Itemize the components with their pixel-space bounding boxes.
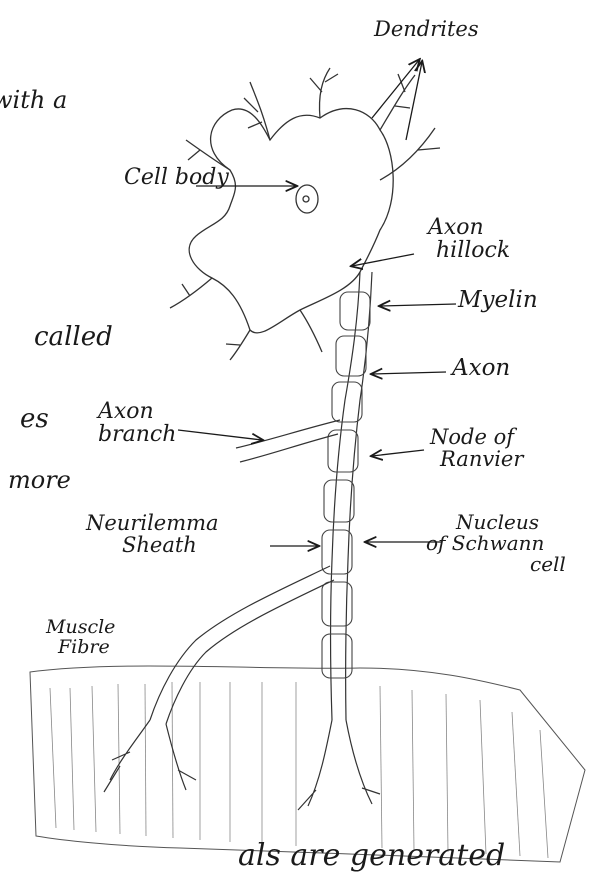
label-node-of-ranvier: Node of Ranvier xyxy=(430,426,523,470)
margin-text-bottom: als are generated xyxy=(238,838,505,873)
margin-text-with-a: with a xyxy=(0,86,67,114)
label-node-of-ranvier-line-1: Node of xyxy=(430,426,523,448)
label-nucleus-line-3: cell xyxy=(530,554,566,575)
label-muscle-fibre-line-1: Muscle xyxy=(46,618,115,638)
label-neurilemma-sheath-line-2: Sheath xyxy=(122,534,219,556)
label-axon-branch: Axon branch xyxy=(98,400,176,446)
cell-body-shape xyxy=(170,68,440,360)
label-axon-hillock-line-1: Axon xyxy=(428,216,510,239)
label-axon-branch-line-2: branch xyxy=(98,423,176,446)
label-cell-body: Cell body xyxy=(124,166,229,189)
label-neurilemma-sheath-line-1: Neurilemma xyxy=(86,512,219,534)
label-nucleus-line-1: Nucleus xyxy=(456,512,566,533)
label-muscle-fibre: Muscle Fibre xyxy=(46,618,115,658)
margin-text-called: called xyxy=(34,322,113,352)
label-nucleus-line-2: of Schwann xyxy=(426,533,566,554)
label-axon-hillock: Axon hillock xyxy=(428,216,510,262)
label-axon-hillock-line-2: hillock xyxy=(436,239,510,262)
margin-text-es: es xyxy=(20,404,49,434)
label-neurilemma-sheath: Neurilemma Sheath xyxy=(86,512,219,556)
label-myelin: Myelin xyxy=(458,288,538,312)
label-nucleus-of-schwann-cell: Nucleus of Schwann cell xyxy=(446,512,566,575)
muscle-fibre-shape xyxy=(30,666,585,862)
margin-text-more: more xyxy=(8,466,71,494)
label-axon-branch-line-1: Axon xyxy=(98,400,176,423)
label-axon: Axon xyxy=(452,356,510,380)
leader-lines xyxy=(178,60,456,546)
label-dendrites: Dendrites xyxy=(374,18,479,40)
label-node-of-ranvier-line-2: Ranvier xyxy=(440,448,523,470)
label-muscle-fibre-line-2: Fibre xyxy=(58,638,115,658)
